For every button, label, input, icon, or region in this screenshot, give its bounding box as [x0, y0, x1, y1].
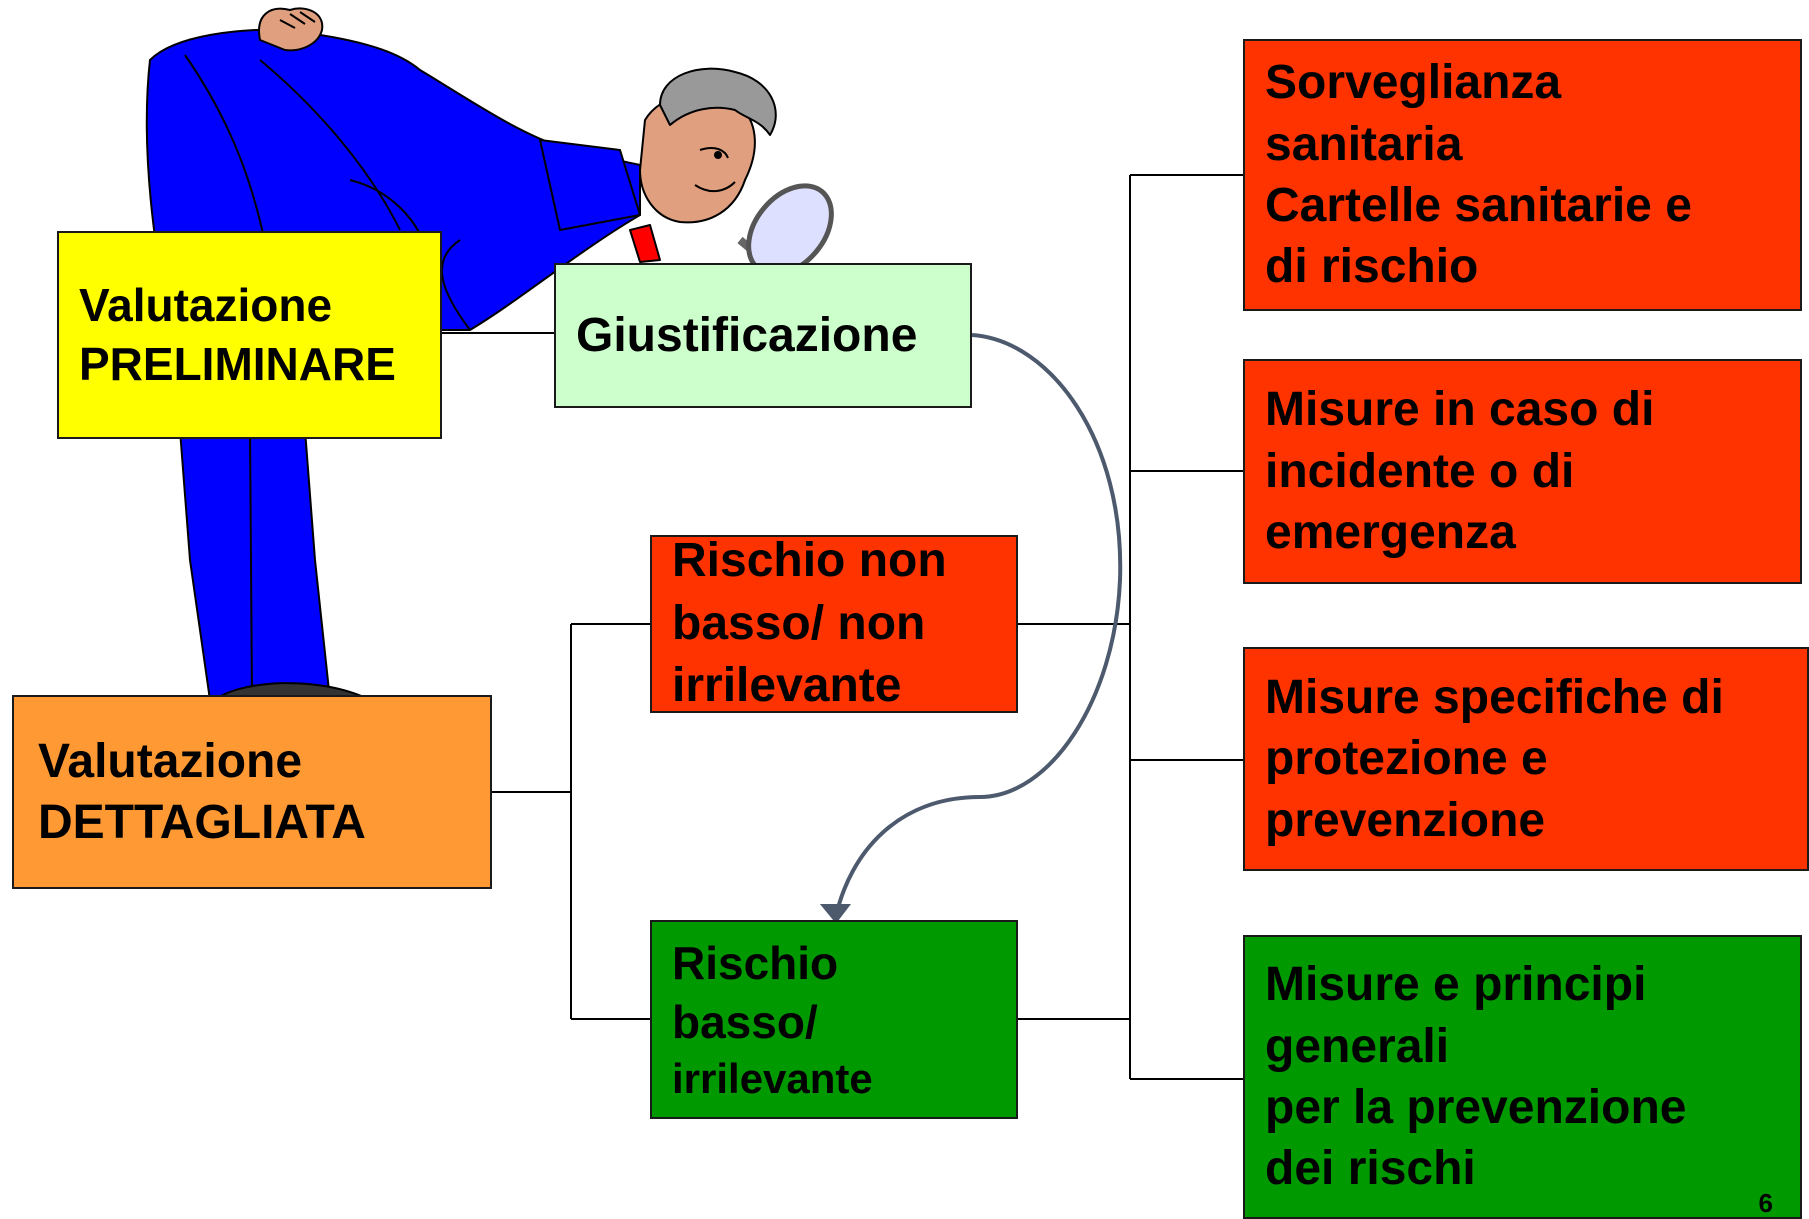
box-misure-incidente: Misure in caso di incidente o di emergen…: [1243, 359, 1802, 584]
arrow-head-icon: [819, 904, 852, 924]
box-line: Cartelle sanitarie e: [1265, 179, 1692, 232]
box-line: protezione e: [1265, 732, 1548, 786]
box-sorveglianza-sanitaria: Sorveglianza sanitaria Cartelle sanitari…: [1243, 39, 1802, 311]
page-number: 6: [1758, 1188, 1773, 1218]
box-line: irrilevante: [672, 1054, 873, 1102]
box-misure-protezione: Misure specifiche di protezione e preven…: [1243, 647, 1809, 871]
box-rischio-non-basso: Rischio non basso/ non irrilevante: [650, 534, 1018, 713]
box-line: sanitaria: [1265, 117, 1463, 171]
box-valutazione-dettagliata: Valutazione DETTAGLIATA: [12, 695, 492, 889]
box-rischio-basso: Rischio basso/ irrilevante: [650, 920, 1018, 1119]
box-line: Sorveglianza: [1265, 56, 1562, 110]
box-line: Rischio non: [672, 534, 947, 588]
box-line: Giustificazione: [576, 308, 918, 362]
box-line: basso/: [672, 995, 818, 1048]
box-valutazione-preliminare: Valutazione PRELIMINARE: [57, 231, 442, 439]
connector-lines: [442, 174, 1243, 1080]
box-line: di rischio: [1265, 240, 1479, 294]
box-line: DETTAGLIATA: [38, 796, 366, 849]
box-line: Valutazione: [38, 734, 303, 788]
box-line: Misure e principi: [1265, 958, 1647, 1012]
box-line: incidente o di: [1265, 444, 1575, 498]
box-line: Valutazione: [79, 279, 333, 332]
box-line: basso/ non: [672, 596, 926, 650]
box-line: prevenzione: [1265, 793, 1546, 847]
box-line: dei rischi: [1265, 1142, 1476, 1196]
box-line: Misure in caso di: [1265, 383, 1655, 437]
box-line: Rischio: [672, 936, 839, 989]
box-line: emergenza: [1265, 506, 1516, 560]
curved-arrow-giustificazione-to-rischio-basso: [833, 333, 1123, 921]
box-misure-principi: Misure e principi generali per la preven…: [1243, 935, 1802, 1219]
box-line: Misure specifiche di: [1265, 670, 1724, 724]
box-line: generali: [1265, 1019, 1450, 1073]
box-line: per la prevenzione: [1265, 1081, 1687, 1134]
box-line: PRELIMINARE: [79, 338, 396, 390]
box-giustificazione: Giustificazione: [554, 263, 972, 408]
box-line: irrilevante: [672, 659, 902, 713]
